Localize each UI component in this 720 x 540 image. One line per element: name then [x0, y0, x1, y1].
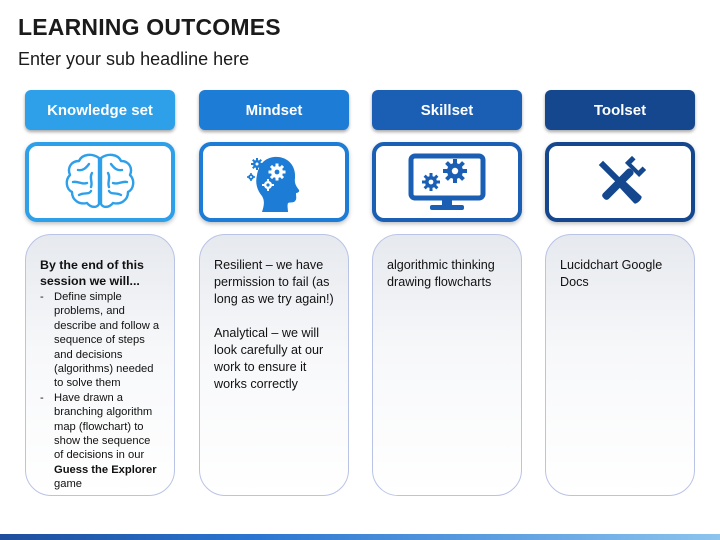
column-toolset: Toolset Lucidchart Google Docs — [545, 90, 695, 496]
footer-bar — [0, 534, 720, 540]
description-card-mindset: Resilient – we have permission to fail (… — [199, 234, 349, 496]
head-gears-icon — [247, 156, 300, 212]
header-toolset[interactable]: Toolset — [545, 90, 695, 130]
icon-box-knowledge — [25, 142, 175, 222]
tools-icon — [598, 155, 647, 204]
icon-box-toolset — [545, 142, 695, 222]
list-item: Have drawn a branching algorithm map (fl… — [40, 391, 162, 492]
description-card-toolset: Lucidchart Google Docs — [545, 234, 695, 496]
monitor-gears-icon — [408, 153, 486, 210]
toolset-text: Lucidchart Google Docs — [560, 258, 663, 289]
column-skillset: Skillset algorithmic thi — [372, 90, 522, 496]
knowledge-list: Define simple problems, and describe and… — [40, 290, 162, 492]
mindset-analytical: Analytical – we will look carefully at o… — [214, 326, 324, 391]
slide-subtitle: Enter your sub headline here — [18, 49, 250, 69]
skillset-text: algorithmic thinking drawing flowcharts — [387, 258, 495, 289]
knowledge-intro: By the end of this session we will... — [40, 258, 144, 288]
list-item-text-end: game — [54, 478, 82, 491]
header-skillset[interactable]: Skillset — [372, 90, 522, 130]
header-mindset[interactable]: Mindset — [199, 90, 349, 130]
column-knowledge: Knowledge set By the end of this session… — [25, 90, 175, 496]
header-knowledge-set[interactable]: Knowledge set — [25, 90, 175, 130]
icon-box-mindset — [199, 142, 349, 222]
column-mindset: Mindset — [199, 90, 349, 496]
game-name: Guess the Explorer — [54, 463, 157, 476]
list-item-text: Have drawn a branching algorithm map (fl… — [54, 391, 153, 462]
description-card-knowledge: By the end of this session we will... De… — [25, 234, 175, 496]
brain-icon — [65, 153, 135, 209]
mindset-resilient: Resilient – we have permission to fail (… — [214, 258, 334, 306]
icon-box-skillset — [372, 142, 522, 222]
description-card-skillset: algorithmic thinking drawing flowcharts — [372, 234, 522, 496]
slide-title: LEARNING OUTCOMES — [18, 14, 281, 40]
list-item: Define simple problems, and describe and… — [40, 290, 162, 391]
